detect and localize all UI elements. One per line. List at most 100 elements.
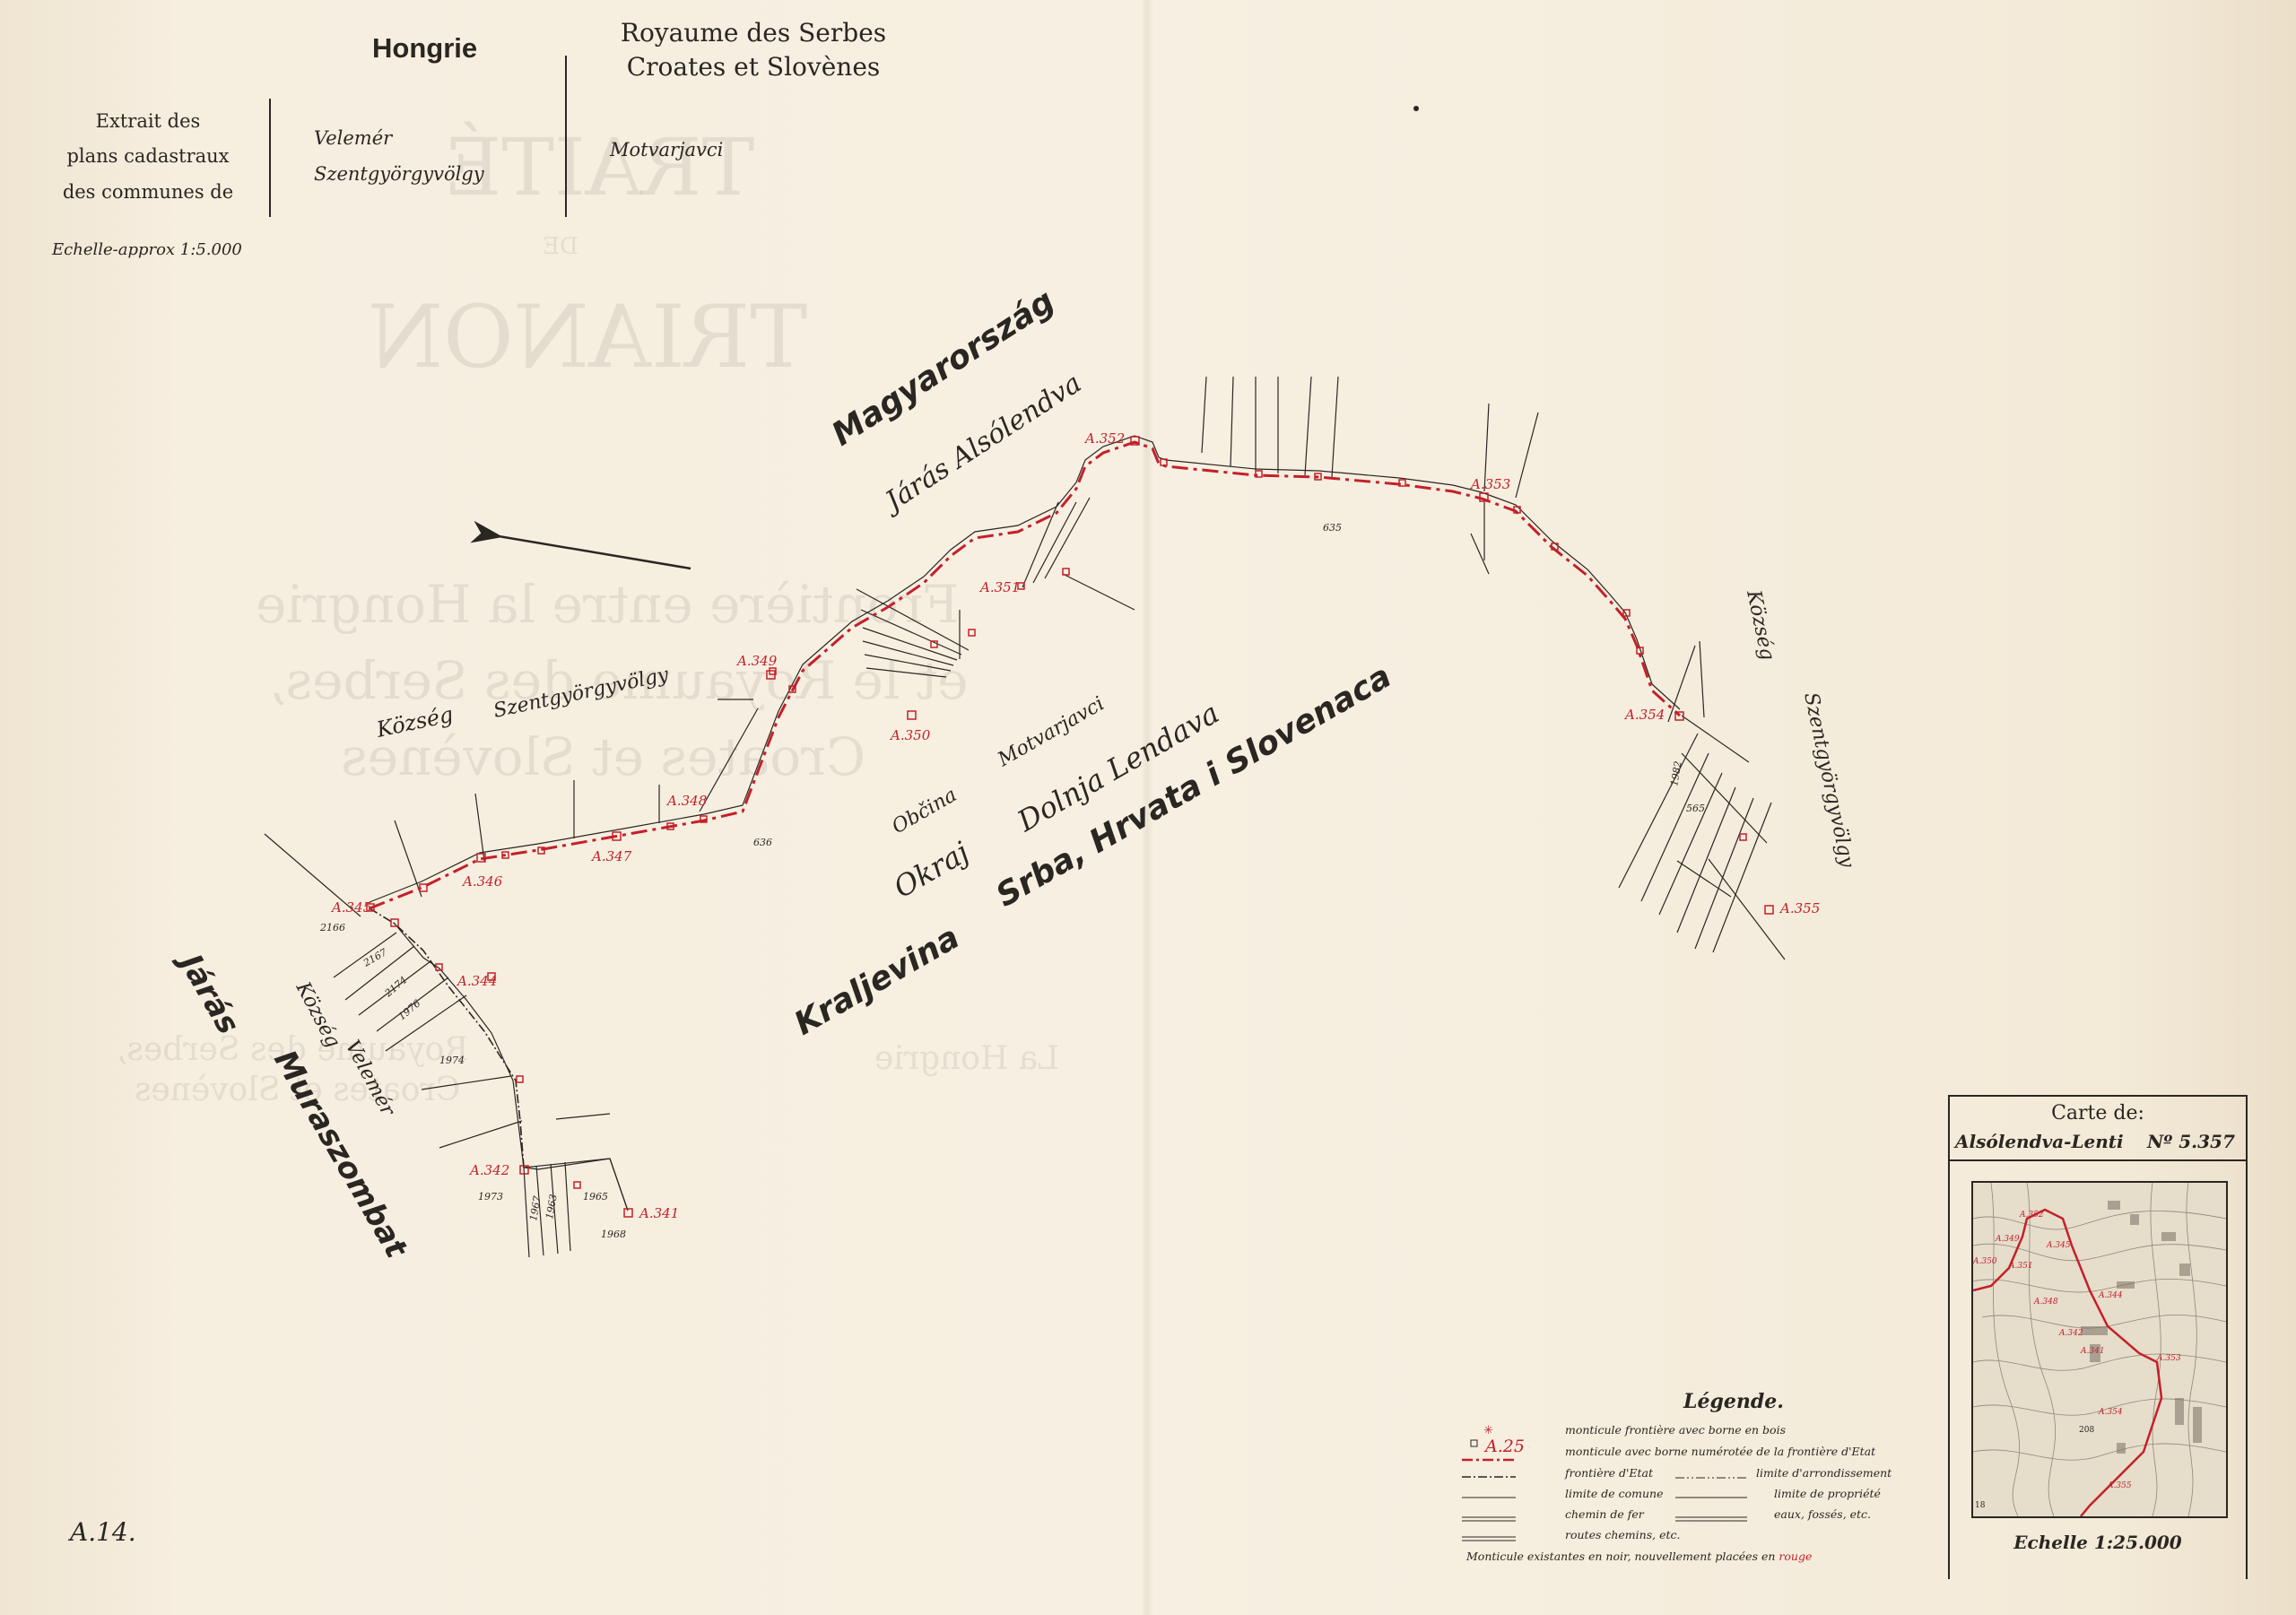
point-a347: A.347 [590,848,632,864]
label-szentgyorgyvolgy-right: Szentgyörgyvölgy [1799,690,1858,870]
svg-text:A.355: A.355 [2107,1481,2132,1490]
header-country-sck-line2: Croates et Slovènes [626,52,881,82]
inset-map-panel: Carte de: Alsólendva-Lenti Nº 5.357 [1948,1095,2248,1579]
label-jaras-south: Járás [170,943,246,1040]
point-a345: A.345 [330,899,371,916]
svg-text:✳: ✳ [1483,1424,1493,1437]
header-divider-left [269,99,271,217]
svg-text:1976: 1976 [396,997,423,1022]
boundary-point-labels: A.345 A.346 A.347 A.348 A.349 A.350 A.35… [330,430,1820,1221]
svg-text:A.349: A.349 [1995,1235,2020,1244]
point-a355: A.355 [1779,900,1820,916]
point-a344: A.344 [456,973,497,989]
label-kozseg-left: Község [373,702,455,743]
svg-text:A.352: A.352 [2019,1211,2044,1220]
commune-motvarjavci: Motvarjavci [610,139,724,161]
svg-text:A.348: A.348 [2033,1298,2058,1307]
legend-symbols: ✳ A.25 [1462,1424,1525,1541]
extract-line-3: des communes de [62,181,234,203]
inset-top-rule [1950,1095,2246,1097]
extract-line-1: Extrait des [95,110,201,132]
legend-item-4: limite d'arrondissement [1756,1466,1892,1480]
point-a350: A.350 [889,727,931,743]
svg-text:2174: 2174 [382,974,410,1000]
svg-text:1967: 1967 [527,1195,544,1222]
legend-title: Légende. [1683,1390,1784,1413]
legend-item-2: monticule avec borne numérotée de la fro… [1565,1445,1876,1458]
label-motvarjavci: Motvarjavci [994,692,1109,771]
legend-item-7: chemin de fer [1565,1507,1644,1521]
point-a342: A.342 [468,1162,509,1178]
svg-text:1973: 1973 [478,1191,503,1203]
label-kozseg-right: Község [1742,587,1779,663]
legend-item-5: limite de comune [1565,1487,1664,1500]
svg-text:A.341: A.341 [2080,1347,2105,1356]
inset-scale: Echelle 1:25.000 [2013,1532,2182,1553]
legend-item-6: limite de propriété [1774,1487,1881,1500]
monticule-markers [366,436,1774,1218]
svg-text:18: 18 [1975,1501,1986,1510]
ink-dot [1413,106,1419,111]
legend-item-8: eaux, fossés, etc. [1774,1507,1872,1521]
svg-text:1968: 1968 [601,1229,626,1240]
svg-text:A.342: A.342 [2058,1329,2083,1338]
inset-map-image: A.352 A.349 A.345 A.350 A.351 A.348 A.34… [1971,1181,2228,1518]
state-frontier [369,440,1682,910]
header-country-sck-line1: Royaume des Serbes [620,18,887,48]
svg-text:A.344: A.344 [2098,1291,2123,1300]
label-okraj: Okraj [888,835,975,905]
legend-item-3: frontière d'Etat [1565,1466,1654,1480]
inset-topographic-map: A.352 A.349 A.345 A.350 A.351 A.348 A.34… [1973,1183,2226,1516]
label-kozseg-velemer-2: Velemér [341,1037,400,1121]
point-a354: A.354 [1623,707,1665,723]
svg-text:208: 208 [2079,1426,2094,1435]
label-kozseg-velemer-1: Község [291,977,344,1051]
label-muraszombat: Muraszombat [266,1045,415,1266]
point-a348: A.348 [665,793,707,809]
svg-text:A.350: A.350 [1973,1257,1997,1266]
svg-text:1965: 1965 [583,1191,608,1203]
header-divider-middle [565,56,567,217]
header-scale: Echelle-approx 1:5.000 [52,240,242,259]
point-a352: A.352 [1083,430,1125,447]
label-obcina: Občina [889,784,961,838]
svg-text:A.353: A.353 [2156,1354,2181,1363]
svg-text:A.345: A.345 [2046,1241,2071,1250]
label-kraljevina: Kraljevina [788,919,966,1043]
inset-place: Alsólendva-Lenti [1955,1131,2124,1152]
extract-line-2: plans cadastraux [66,145,230,167]
legend-item-1: monticule frontière avec borne en bois [1565,1423,1786,1437]
svg-text:1963: 1963 [544,1194,560,1220]
commune-szentgyorgyvolgy: Szentgyörgyvölgy [314,163,484,185]
legend-footer-red: rouge [1779,1550,1813,1563]
point-a351: A.351 [978,579,1020,595]
legend-sample-point: A.25 [1483,1437,1525,1456]
point-a349: A.349 [735,653,778,669]
parcel-lines [264,376,1786,1258]
inset-rule [1950,1159,2246,1161]
commune-velemer: Velemér [314,127,393,149]
boundary-south-segment [394,923,629,1211]
label-szentgyorgyvolgy-left: Szentgyörgyvölgy [491,664,671,723]
north-arrow [470,520,691,570]
inset-title: Carte de: [2051,1102,2144,1124]
header-country-hungary: Hongrie [372,32,478,64]
svg-text:2167: 2167 [361,946,389,969]
svg-text:565: 565 [1686,803,1705,814]
svg-text:636: 636 [753,837,772,848]
legend-item-9: routes chemins, etc. [1565,1528,1681,1541]
commune-boundary-south [369,907,525,1168]
svg-text:A.354: A.354 [2098,1408,2123,1417]
svg-text:635: 635 [1323,522,1342,534]
sheet-number: A.14. [70,1517,136,1547]
sheet-fold [1141,0,1153,1615]
svg-text:1974: 1974 [439,1055,465,1066]
point-a341: A.341 [638,1205,679,1221]
legend-footer: Monticule existantes en noir, nouvelleme… [1466,1550,1812,1563]
svg-text:A.351: A.351 [2008,1262,2033,1271]
svg-text:1982: 1982 [1668,760,1684,787]
point-a353: A.353 [1469,476,1510,492]
inset-number: Nº 5.357 [2147,1131,2235,1152]
